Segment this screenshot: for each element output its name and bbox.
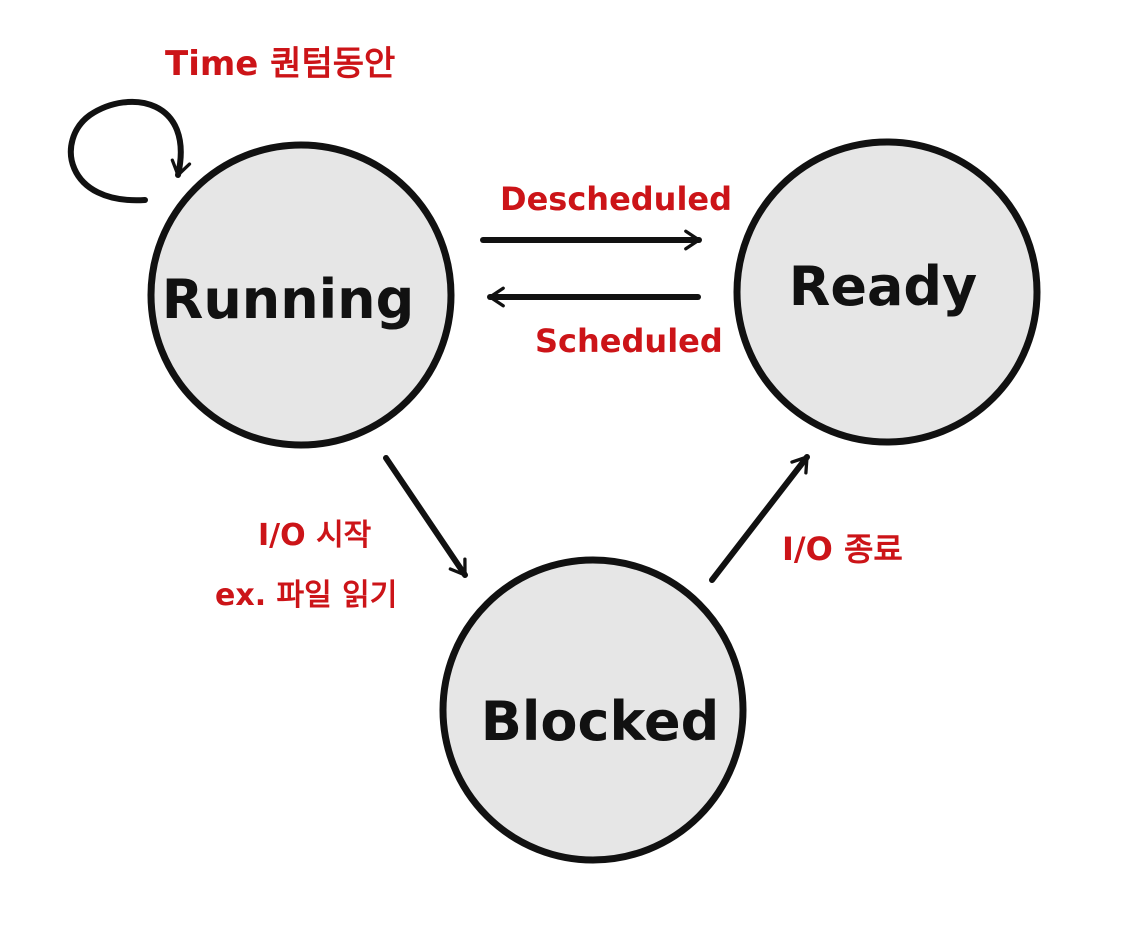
scheduled-label: Scheduled: [535, 322, 723, 360]
running-state-label: Running: [162, 268, 415, 331]
io-done-label: I/O 종료: [782, 530, 903, 568]
running-state-node: [147, 141, 455, 449]
self-loop-label: Time 퀀텀동안: [165, 44, 395, 84]
blocked-state-node: [439, 556, 747, 864]
io-done-arrow: [709, 454, 810, 583]
io-start-example-label: ex. 파일 읽기: [215, 578, 397, 613]
descheduled-label: Descheduled: [500, 180, 732, 218]
blocked-state-label: Blocked: [481, 690, 720, 753]
self-loop-arrow: [67, 98, 192, 204]
io-start-arrow: [383, 455, 468, 578]
ready-state-node: [733, 138, 1041, 446]
ready-state-label: Ready: [789, 255, 978, 318]
io-start-label: I/O 시작: [258, 518, 372, 553]
